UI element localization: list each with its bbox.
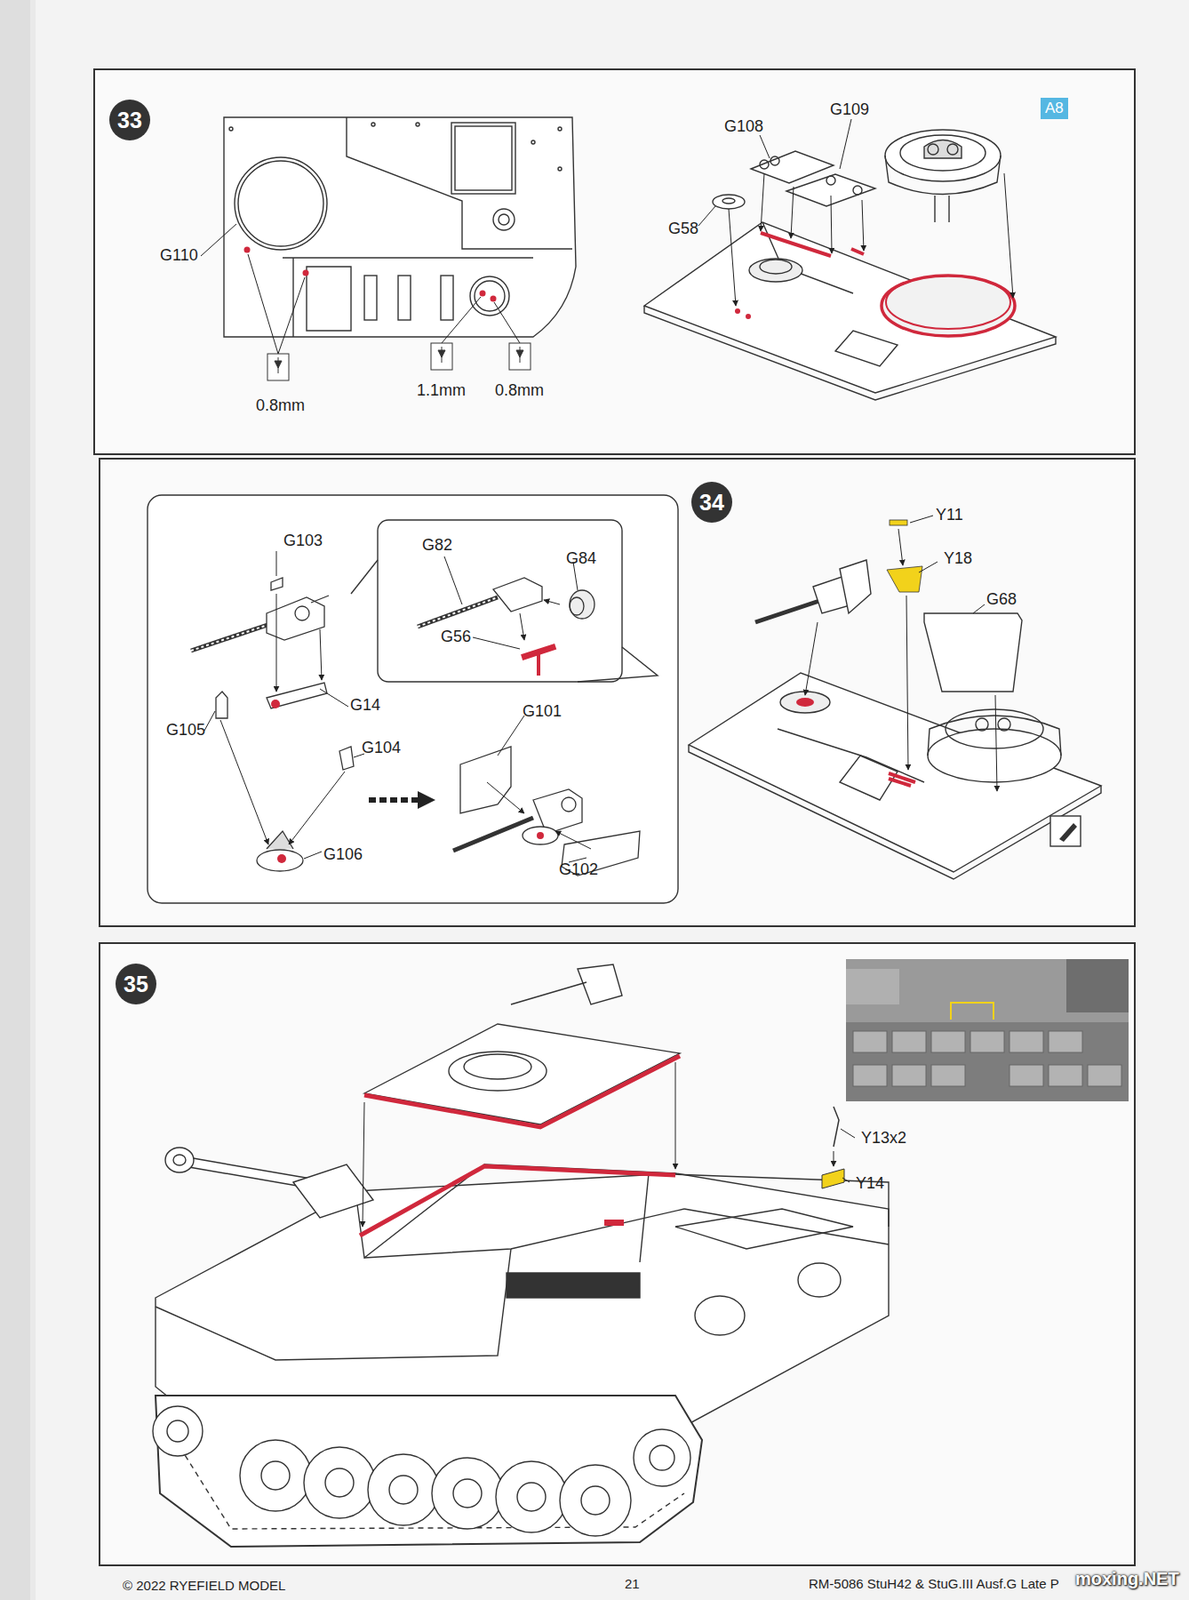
dimension: 0.8mm [494,382,544,400]
node-text: 33 [117,107,143,134]
part-number: G109 [829,101,870,120]
drill-icon [267,343,531,381]
part-callout: A8 [1040,97,1069,120]
part-number: G103 [283,532,323,551]
watermark: moxing.NET [1075,1568,1180,1588]
part-number: Y13x2 [861,1129,907,1148]
part-number: G102 [558,861,599,879]
node-text: 34 [699,489,725,516]
part-number: G101 [522,702,562,721]
part-number: G84 [566,550,597,568]
dimension: 1.1mm [416,382,466,400]
part-number: G14 [350,696,381,715]
step-number: 34 [691,481,733,523]
part-number: G106 [323,845,363,864]
part-number: G108 [724,118,764,136]
part-number: Y18 [943,550,973,568]
part-number: G68 [986,590,1017,609]
part-number: G56 [440,628,471,647]
dimension: 0.8mm [255,397,305,415]
node-text: 35 [123,971,149,998]
part-number: G104 [361,739,401,758]
part-number: Y14 [855,1174,885,1193]
product-name: RM-5086 StuH42 & StuG.III Ausf.G Late P [808,1576,1060,1592]
part-number: G58 [668,220,699,239]
page-number: 21 [624,1576,640,1592]
step-number: 33 [109,99,151,141]
part-number: Y11 [935,506,964,525]
step-number: 35 [115,963,157,1005]
part-number: G82 [422,536,453,555]
node-text: A8 [1045,99,1064,118]
part-number: G110 [159,247,199,265]
copyright: © 2022 RYEFIELD MODEL [122,1578,286,1594]
part-number: G105 [166,721,206,740]
